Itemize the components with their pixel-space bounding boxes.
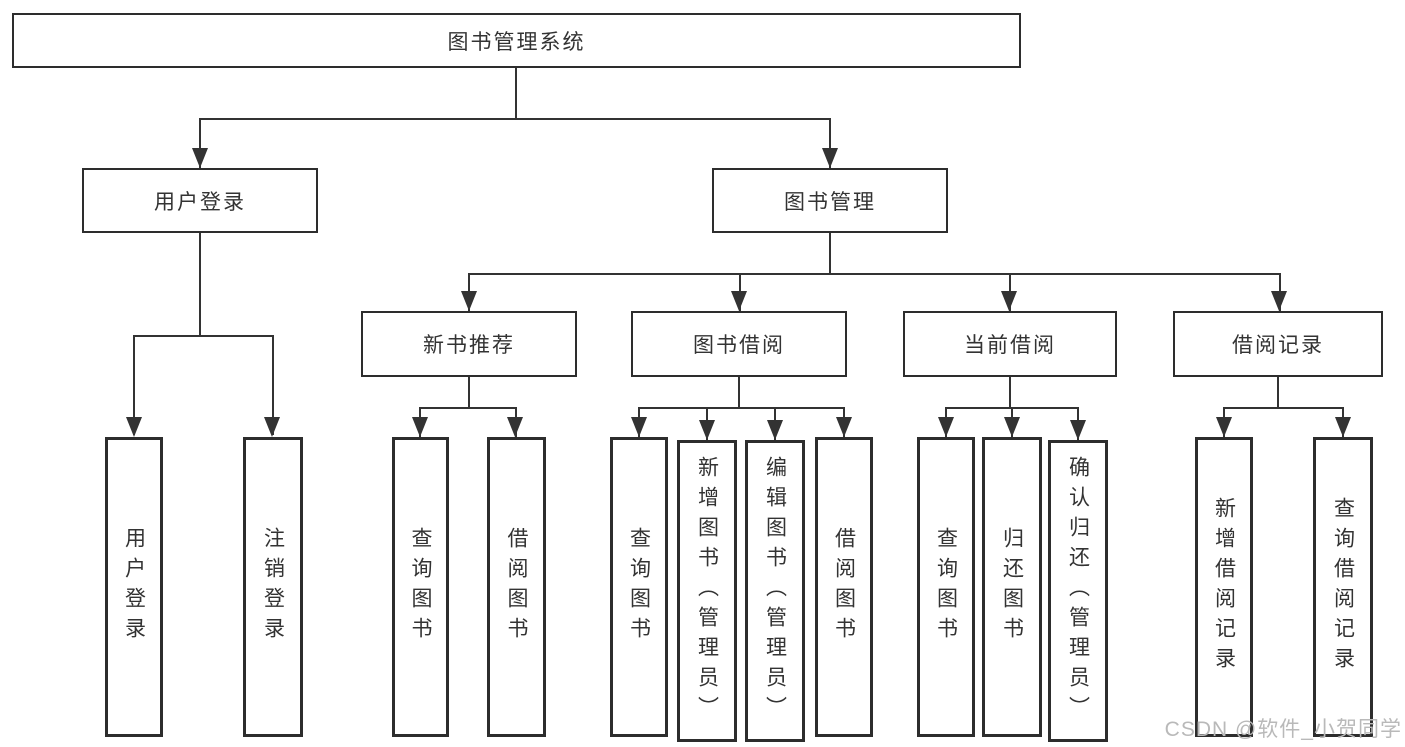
leaf-query-borrow-record: 查询借阅记录	[1313, 437, 1373, 737]
arrow-down-icon	[699, 420, 715, 440]
connector-vertical-line	[133, 335, 135, 435]
arrow-down-icon	[192, 148, 208, 168]
arrow-down-icon	[836, 417, 852, 437]
leaf-add-borrow-record: 新增借阅记录	[1195, 437, 1253, 737]
connector-horizontal-line	[1223, 407, 1343, 409]
arrow-down-icon	[507, 417, 523, 437]
node-library-management-system: 图书管理系统	[12, 13, 1021, 68]
leaf-logout: 注销登录	[243, 437, 303, 737]
connector-vertical-line	[515, 68, 517, 118]
arrow-down-icon	[767, 420, 783, 440]
arrow-down-icon	[1070, 420, 1086, 440]
leaf-return-books: 归还图书	[982, 437, 1042, 737]
leaf-add-books-admin: 新增图书（管理员）	[677, 440, 737, 742]
arrow-down-icon	[1001, 291, 1017, 311]
arrow-down-icon	[412, 417, 428, 437]
leaf-query-books-current: 查询图书	[917, 437, 975, 737]
leaf-edit-books-admin: 编辑图书（管理员）	[745, 440, 805, 742]
connector-horizontal-line	[468, 273, 1281, 275]
arrow-down-icon	[631, 417, 647, 437]
leaf-confirm-return-admin: 确认归还（管理员）	[1048, 440, 1108, 742]
arrow-down-icon	[126, 417, 142, 437]
arrow-down-icon	[1335, 417, 1351, 437]
connector-vertical-line	[199, 118, 201, 168]
node-user-login: 用户登录	[82, 168, 318, 233]
connector-horizontal-line	[199, 118, 831, 120]
leaf-query-books-recommend: 查询图书	[392, 437, 449, 737]
connector-vertical-line	[738, 377, 740, 407]
leaf-query-books-borrowing: 查询图书	[610, 437, 668, 737]
arrow-down-icon	[1004, 417, 1020, 437]
connector-horizontal-line	[133, 335, 273, 337]
connector-vertical-line	[829, 118, 831, 168]
connector-vertical-line	[829, 233, 831, 273]
connector-vertical-line	[1277, 377, 1279, 407]
arrow-down-icon	[822, 148, 838, 168]
csdn-watermark: CSDN @软件_小贺同学	[1164, 718, 1402, 741]
node-new-book-recommendation: 新书推荐	[361, 311, 577, 377]
arrow-down-icon	[938, 417, 954, 437]
node-book-borrowing: 图书借阅	[631, 311, 847, 377]
node-borrowing-records: 借阅记录	[1173, 311, 1383, 377]
node-book-management: 图书管理	[712, 168, 948, 233]
arrow-down-icon	[731, 291, 747, 311]
arrow-down-icon	[1271, 291, 1287, 311]
arrow-down-icon	[1216, 417, 1232, 437]
connector-vertical-line	[272, 335, 274, 435]
connector-vertical-line	[199, 233, 201, 335]
leaf-borrow-books-recommend: 借阅图书	[487, 437, 546, 737]
node-current-borrowing: 当前借阅	[903, 311, 1117, 377]
connector-vertical-line	[468, 377, 470, 407]
arrow-down-icon	[264, 417, 280, 437]
connector-horizontal-line	[419, 407, 517, 409]
leaf-borrow-books: 借阅图书	[815, 437, 873, 737]
arrow-down-icon	[461, 291, 477, 311]
connector-vertical-line	[1009, 377, 1011, 407]
leaf-user-login: 用户登录	[105, 437, 163, 737]
connector-horizontal-line	[638, 407, 844, 409]
